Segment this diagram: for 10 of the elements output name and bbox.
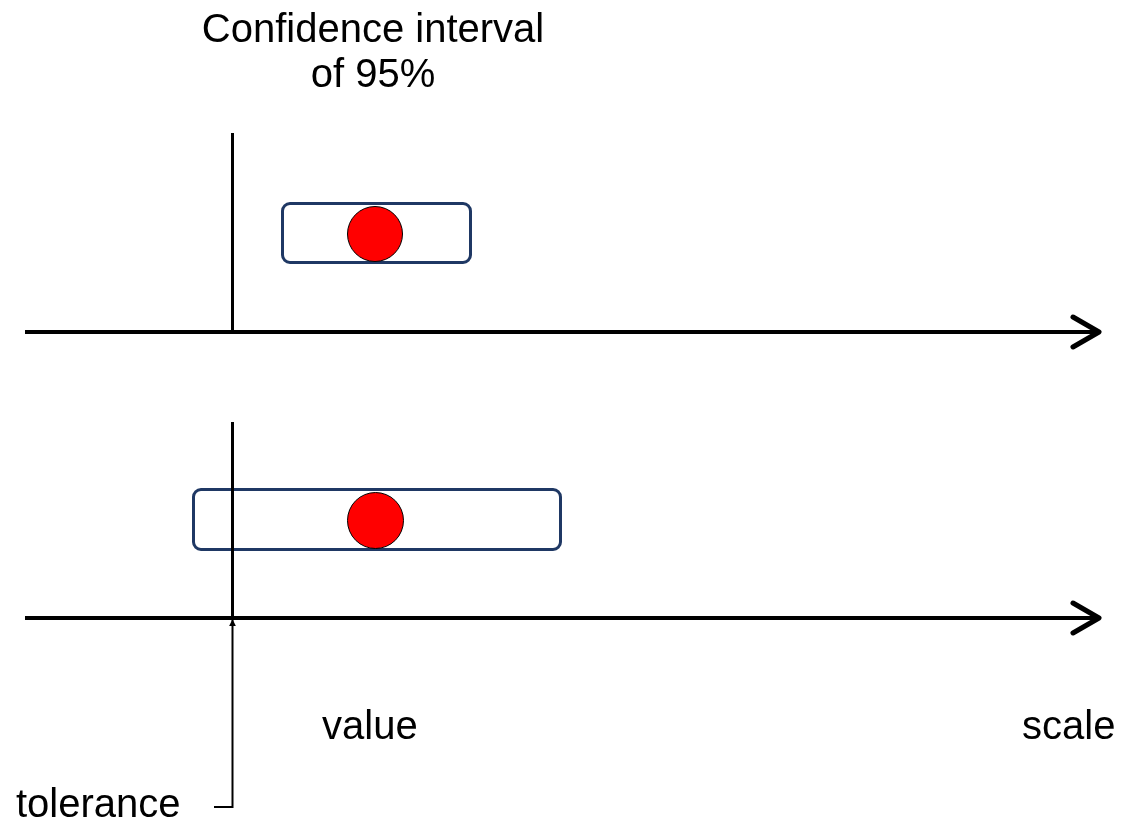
tolerance-line xyxy=(231,133,234,330)
interval-box xyxy=(192,488,562,551)
annotation-text: tolerance xyxy=(16,780,214,825)
value-dot xyxy=(347,492,404,549)
interval-box xyxy=(281,202,472,264)
label-text: value xyxy=(322,703,419,748)
label-text: Confidence interval of 95% xyxy=(200,6,546,96)
leader-arrow xyxy=(213,619,236,808)
label-text: scale xyxy=(1022,703,1117,748)
value-dot xyxy=(347,206,403,262)
